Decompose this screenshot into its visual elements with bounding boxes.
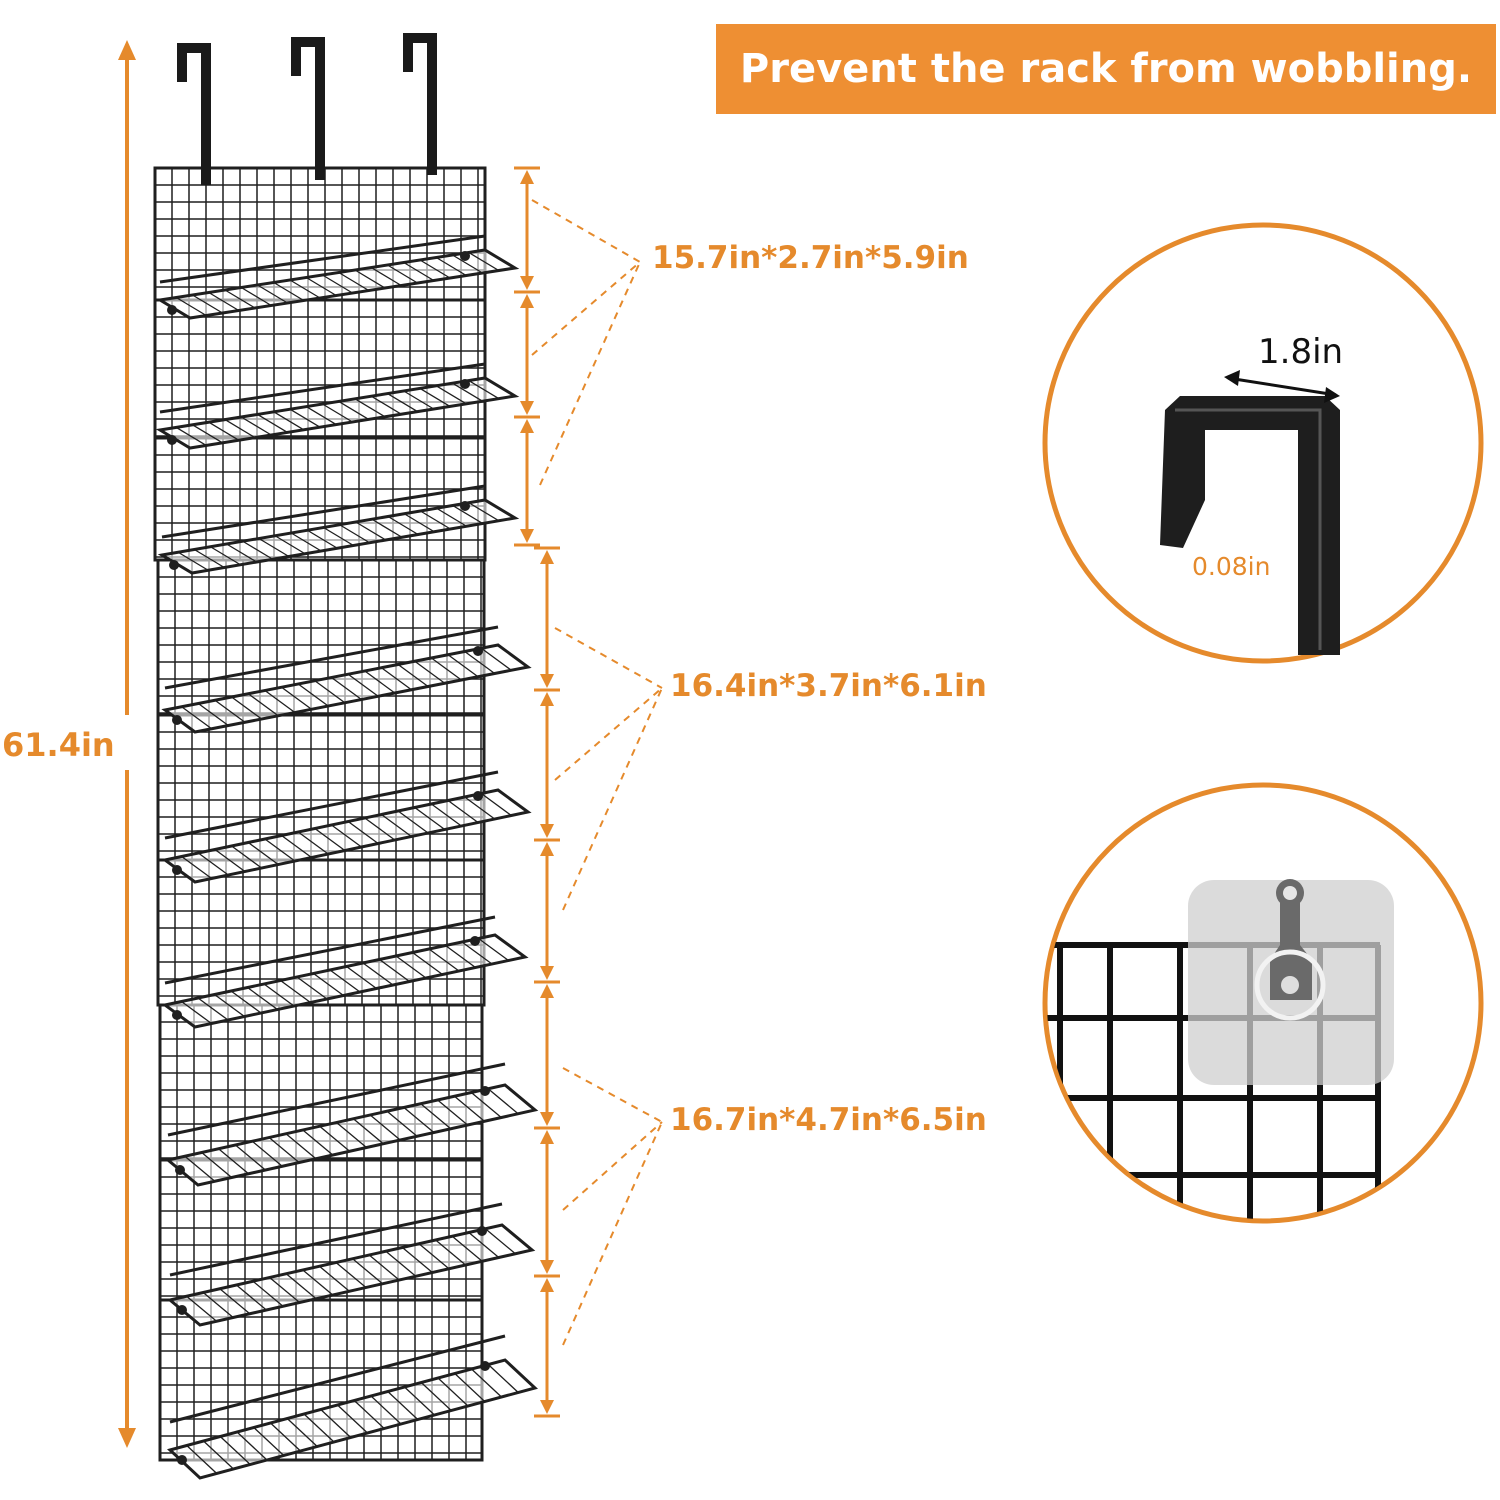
medium-basket-dimensions: 16.4in*3.7in*6.1in <box>670 668 987 704</box>
large-basket-dimensions: 16.7in*4.7in*6.5in <box>670 1102 987 1138</box>
basket <box>166 1202 536 1327</box>
hook-thickness-label: 0.08in <box>1192 552 1271 581</box>
hook-detail-circle <box>1042 222 1484 664</box>
leader-lines <box>531 199 663 1346</box>
headline-banner: Prevent the rack from wobbling. <box>716 24 1496 114</box>
adhesive-detail-circle <box>1042 782 1484 1224</box>
basket <box>157 484 520 575</box>
total-height-label: 61.4in <box>2 726 115 764</box>
basket <box>161 915 529 1029</box>
basket <box>155 234 520 320</box>
total-height-arrow <box>118 40 136 1448</box>
basket <box>161 625 532 734</box>
over-door-hooks <box>177 33 437 185</box>
basket <box>167 1334 538 1480</box>
basket <box>155 362 520 450</box>
basket <box>161 770 532 884</box>
small-basket-dimensions: 15.7in*2.7in*5.9in <box>652 240 969 276</box>
headline-text: Prevent the rack from wobbling. <box>739 46 1473 92</box>
hook-width-label: 1.8in <box>1258 332 1344 372</box>
basket <box>164 1062 539 1187</box>
rack <box>153 166 539 1480</box>
basket-height-arrows <box>514 166 560 1418</box>
